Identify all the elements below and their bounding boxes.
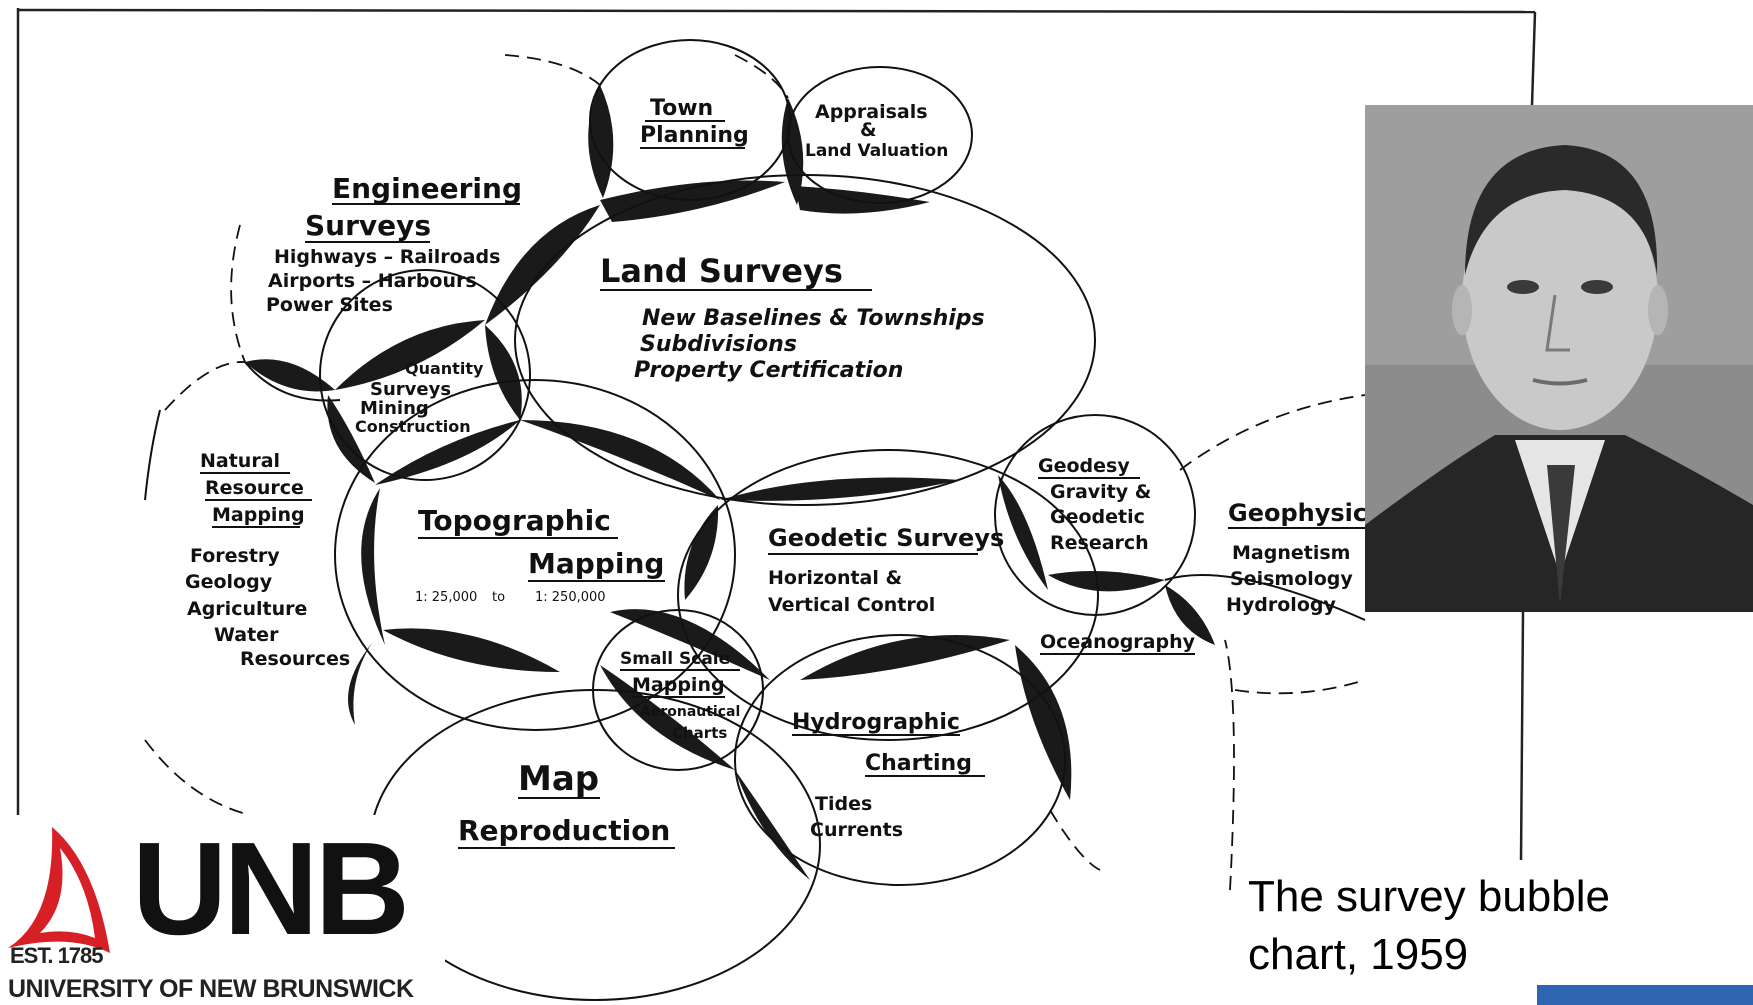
svg-text:Property Certification: Property Certification — [634, 358, 903, 383]
svg-text:Construction: Construction — [355, 417, 471, 436]
bubble-geodetic — [677, 449, 1099, 741]
svg-text:Seismology: Seismology — [1230, 568, 1353, 590]
svg-text:Hydrographic: Hydrographic — [792, 710, 960, 735]
page-frame — [16, 8, 1537, 861]
svg-text:Geodesy: Geodesy — [1038, 455, 1130, 477]
svg-text:Hydrology: Hydrology — [1226, 594, 1336, 616]
svg-text:Charts: Charts — [672, 724, 727, 742]
label-geophysics: Geophysic Magnetism Seismology Hydrology — [1226, 499, 1367, 616]
svg-text:Tides: Tides — [815, 793, 872, 815]
svg-text:Gravity &: Gravity & — [1050, 481, 1151, 503]
label-natural-resource-mapping: Natural Resource Mapping Forestry Geolog… — [185, 450, 350, 670]
svg-text:Geology: Geology — [185, 571, 273, 593]
svg-text:Geophysic: Geophysic — [1228, 499, 1367, 527]
svg-text:Town: Town — [650, 96, 713, 121]
label-engineering-surveys: Engineering Surveys Highways – Railroads… — [266, 172, 522, 316]
svg-text:Surveys: Surveys — [370, 379, 451, 400]
svg-text:Reproduction: Reproduction — [458, 814, 670, 847]
svg-text:Land Surveys: Land Surveys — [600, 252, 843, 290]
svg-text:Natural: Natural — [200, 450, 280, 472]
label-geodesy: Geodesy Gravity & Geodetic Research — [1038, 455, 1151, 554]
svg-text:Water: Water — [214, 624, 279, 646]
bubble-geodesy — [994, 414, 1196, 616]
svg-text:Power Sites: Power Sites — [266, 294, 393, 316]
svg-text:Geodetic Surveys: Geodetic Surveys — [768, 524, 1004, 552]
svg-text:Geodetic: Geodetic — [1050, 506, 1145, 528]
svg-text:1: 250,000: 1: 250,000 — [535, 590, 606, 605]
portrait-image — [1365, 105, 1753, 612]
svg-text:Research: Research — [1050, 532, 1149, 554]
label-land-surveys: Land Surveys New Baselines & Townships S… — [600, 252, 985, 383]
svg-text:Resource: Resource — [205, 477, 304, 499]
svg-text:Resources: Resources — [240, 648, 350, 670]
svg-text:Small Scale: Small Scale — [620, 649, 730, 669]
portrait-photo — [1365, 105, 1753, 612]
svg-text:Aeronautical: Aeronautical — [640, 704, 740, 720]
svg-text:Vertical Control: Vertical Control — [768, 594, 935, 616]
svg-text:Agriculture: Agriculture — [187, 598, 307, 620]
caption-line-2: chart, 1959 — [1248, 930, 1469, 979]
svg-text:Land Valuation: Land Valuation — [805, 141, 948, 161]
label-map-reproduction: Map Reproduction — [458, 759, 670, 847]
bubble-quantity — [319, 269, 531, 481]
svg-text:Mining: Mining — [360, 398, 429, 419]
svg-text:Charting: Charting — [865, 751, 972, 776]
svg-text:Surveys: Surveys — [305, 209, 431, 242]
title-underlines — [200, 120, 1365, 849]
svg-text:New Baselines & Townships: New Baselines & Townships — [642, 306, 985, 331]
caption-line-1: The survey bubble — [1248, 872, 1610, 921]
svg-text:Oceanography: Oceanography — [1040, 631, 1196, 653]
solid-outer-arcs — [144, 361, 1366, 621]
label-quantity-surveys: Quantity Surveys Mining Construction — [355, 359, 484, 436]
svg-text:&: & — [860, 119, 877, 141]
taskbar-fragment — [1537, 985, 1753, 1005]
bubble-topographic — [334, 379, 736, 731]
svg-text:Planning: Planning — [640, 123, 749, 148]
svg-text:Currents: Currents — [810, 819, 903, 841]
logo-wordmark: UNB — [132, 815, 410, 962]
svg-text:Engineering: Engineering — [332, 172, 522, 205]
logo-university-name: UNIVERSITY OF NEW BRUNSWICK — [8, 975, 414, 1003]
label-topographic-mapping: Topographic Mapping 1: 25,000 to 1: 250,… — [415, 504, 664, 605]
logo-established: EST. 1785 — [10, 943, 104, 968]
bubble-hydrographic — [734, 634, 1066, 886]
label-hydrographic-charting: Hydrographic Charting Tides Currents — [792, 710, 972, 841]
bubble-appraisals — [787, 66, 973, 204]
svg-text:Appraisals: Appraisals — [815, 101, 928, 123]
bubble-land-surveys — [514, 174, 1096, 506]
svg-text:Mapping: Mapping — [212, 504, 305, 526]
slide-caption: The survey bubble chart, 1959 — [1248, 868, 1698, 984]
label-geodetic-surveys: Geodetic Surveys Horizontal & Vertical C… — [768, 524, 1004, 616]
bubble-intersections — [245, 85, 1215, 880]
label-small-scale-mapping: Small Scale Mapping Aeronautical Charts — [620, 649, 740, 742]
svg-text:1: 25,000: 1: 25,000 — [415, 590, 477, 605]
label-town-planning: Town Planning — [640, 96, 749, 148]
svg-text:to: to — [492, 590, 505, 605]
svg-text:Topographic: Topographic — [418, 504, 611, 537]
svg-text:Subdivisions: Subdivisions — [640, 332, 797, 357]
svg-text:Mapping: Mapping — [632, 674, 725, 696]
dashed-outer-bubbles — [144, 54, 1366, 891]
svg-text:Highways – Railroads: Highways – Railroads — [274, 246, 500, 268]
svg-text:Horizontal &: Horizontal & — [768, 567, 902, 589]
sail-icon — [8, 827, 110, 953]
svg-text:Forestry: Forestry — [190, 545, 280, 567]
svg-text:Mapping: Mapping — [528, 547, 664, 580]
unb-logo: UNB EST. 1785 UNIVERSITY OF NEW BRUNSWIC… — [0, 815, 445, 1005]
label-oceanography: Oceanography — [1040, 631, 1196, 653]
svg-text:Quantity: Quantity — [405, 359, 484, 378]
label-appraisals: Appraisals & Land Valuation — [805, 101, 948, 161]
svg-text:Map: Map — [518, 759, 599, 799]
svg-text:Airports – Harbours: Airports – Harbours — [268, 270, 477, 292]
svg-text:Magnetism: Magnetism — [1232, 542, 1350, 564]
